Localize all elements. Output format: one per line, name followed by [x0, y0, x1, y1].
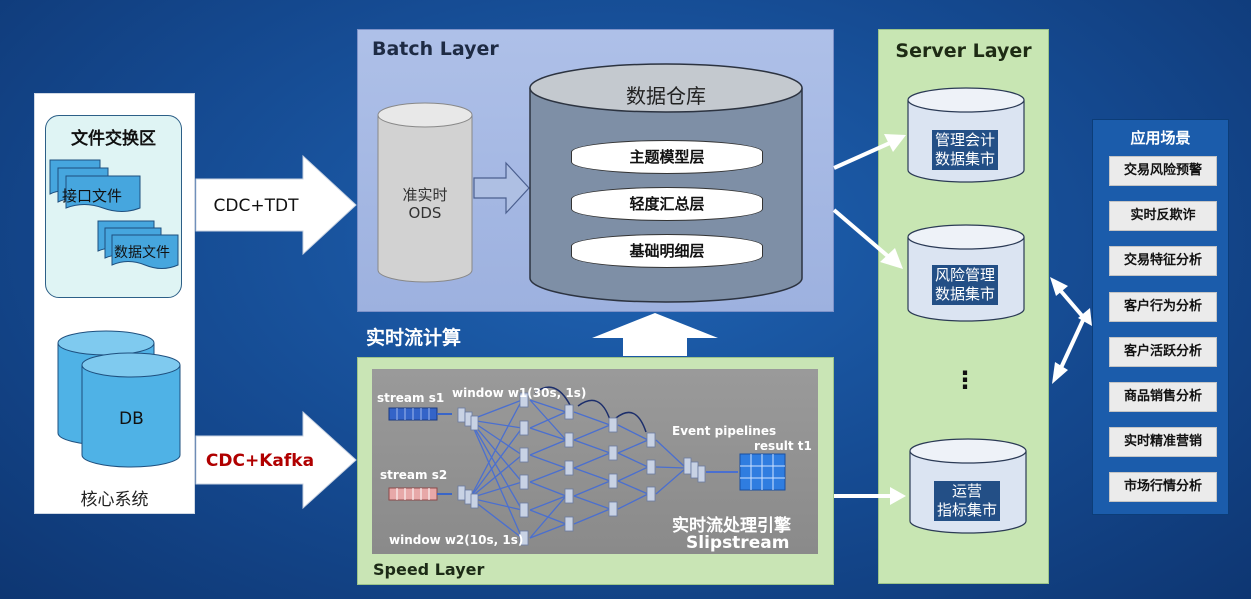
mart1-line2: 数据集市 — [935, 150, 996, 168]
server-layer-title: Server Layer — [895, 40, 1032, 62]
event-pipelines-label: Event pipelines — [672, 424, 777, 438]
data-warehouse-title: 数据仓库 — [626, 84, 706, 108]
result-t1-label: result t1 — [754, 439, 812, 453]
engine-label-line2: Slipstream — [686, 533, 790, 553]
interface-file-stack-icon — [49, 159, 141, 212]
ods-label-line2: ODS — [408, 204, 442, 222]
interface-file-label: 接口文件 — [62, 187, 123, 205]
db-cylinder-icon — [57, 330, 181, 468]
ods-to-warehouse-arrow-icon — [473, 161, 530, 215]
file-exchange-zone-title: 文件交换区 — [71, 129, 156, 149]
scenario-item: 客户活跃分析 — [1109, 337, 1217, 367]
batch-layer-title: Batch Layer — [372, 38, 499, 60]
base-detail-layer: 基础明细层 — [571, 234, 763, 268]
subject-model-layer: 主题模型层 — [571, 140, 763, 174]
stream-s2-label: stream s2 — [380, 468, 448, 482]
data-file-stack-icon — [97, 220, 179, 269]
stream-s1-label: stream s1 — [377, 391, 445, 405]
operations-metrics-mart-label: 运营 指标集市 — [934, 481, 1001, 521]
stream-operator-nodes — [457, 392, 706, 546]
cdc-tdt-label: CDC+TDT — [213, 196, 299, 216]
management-accounting-mart-label: 管理会计 数据集市 — [932, 130, 999, 170]
mart2-line2: 数据集市 — [935, 285, 996, 303]
cdc-kafka-label: CDC+Kafka — [205, 451, 315, 471]
cdc-kafka-arrow-icon — [195, 410, 357, 510]
data-file-label: 数据文件 — [114, 245, 170, 261]
realtime-stream-computing-heading: 实时流计算 — [366, 327, 462, 349]
window-w1-label: window w1(30s, 1s) — [452, 386, 587, 400]
more-marts-ellipsis: ⋮ — [953, 366, 977, 394]
ods-label-line1: 准实时 — [402, 186, 448, 204]
window-feedback-arrows — [534, 386, 647, 433]
scenario-item: 市场行情分析 — [1109, 472, 1217, 502]
db-label: DB — [119, 409, 144, 429]
scenario-item: 交易风险预警 — [1109, 156, 1217, 186]
mart3-line2: 指标集市 — [937, 501, 998, 519]
server-scenarios-bidirectional-arrow-icon — [1050, 277, 1092, 384]
speed-layer-title: Speed Layer — [373, 560, 485, 579]
scenario-item: 商品销售分析 — [1109, 382, 1217, 412]
application-scenarios-title: 应用场景 — [1130, 129, 1191, 147]
scenario-item: 实时反欺诈 — [1109, 201, 1217, 231]
mart1-line1: 管理会计 — [935, 131, 996, 149]
core-system-label: 核心系统 — [80, 490, 149, 510]
window-w2-label: window w2(10s, 1s) — [389, 533, 524, 547]
light-summary-layer: 轻度汇总层 — [571, 187, 763, 221]
batch-to-mart-arrows — [832, 134, 906, 505]
scenario-item: 交易特征分析 — [1109, 246, 1217, 276]
risk-management-mart-label: 风险管理 数据集市 — [932, 265, 999, 305]
stream-s1-queue-icon — [388, 407, 438, 421]
result-t1-table-icon — [739, 453, 786, 491]
scenario-item: 客户行为分析 — [1109, 292, 1217, 322]
speed-to-batch-up-arrow-icon — [592, 313, 718, 356]
mart2-line1: 风险管理 — [935, 266, 996, 284]
cdc-tdt-arrow-icon — [195, 154, 357, 256]
stream-network-edges — [469, 399, 738, 539]
scenario-item: 实时精准营销 — [1109, 427, 1217, 457]
ods-cylinder-icon — [377, 102, 473, 283]
mart3-line1: 运营 — [952, 482, 983, 500]
engine-label-line1: 实时流处理引擎 — [672, 516, 791, 536]
